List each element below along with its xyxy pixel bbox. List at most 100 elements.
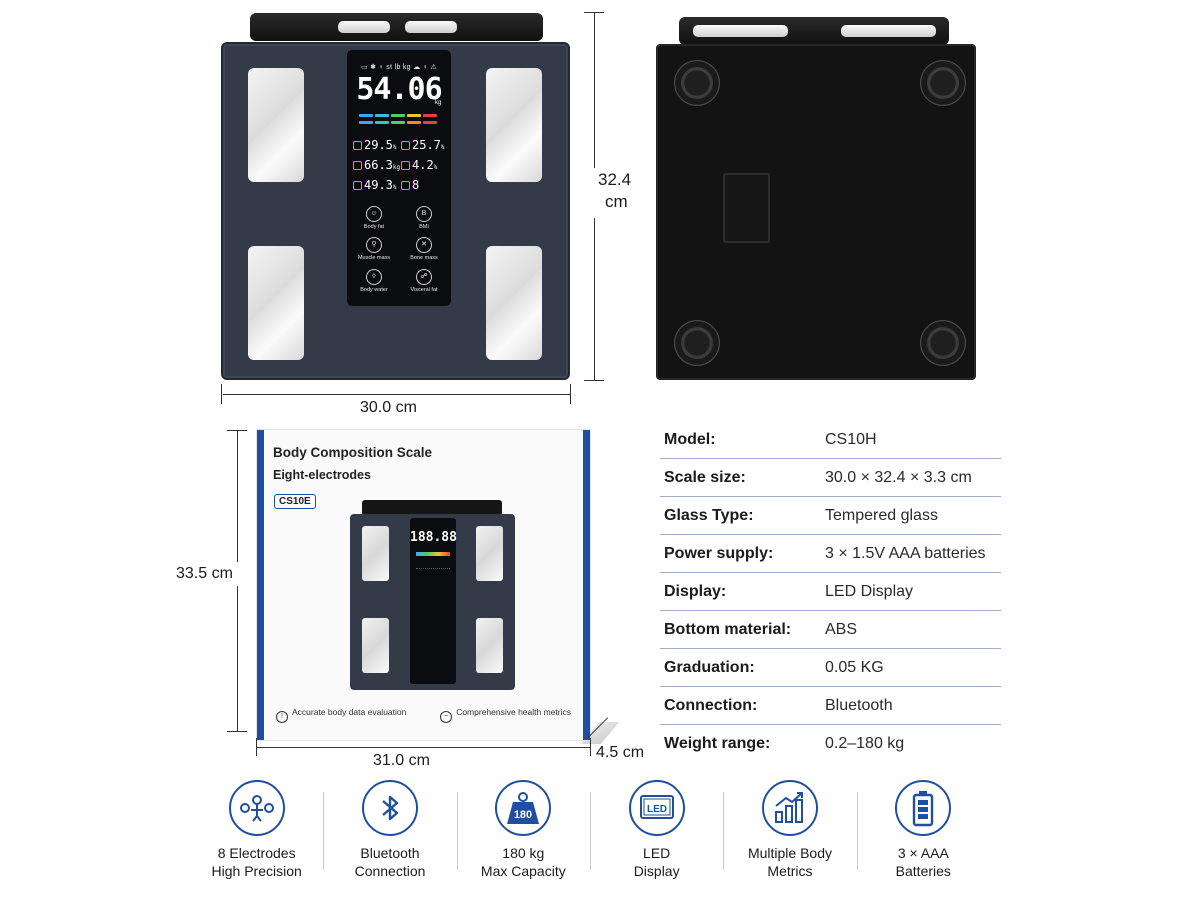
accuracy-icon: ! (276, 711, 288, 723)
color-bar (359, 121, 373, 124)
box-model-badge: CS10E (274, 494, 316, 509)
rubber-foot (920, 60, 966, 106)
display-status-icons: ▭ ✱ ♀ st lb kg ☁ ♀ ⚠ (360, 64, 438, 71)
spec-row: Model:CS10H (660, 421, 1001, 459)
led-display: ▭ ✱ ♀ st lb kg ☁ ♀ ⚠ 54.06 kg 29.5% 25.7… (347, 50, 451, 306)
led-icon: LED (628, 780, 685, 836)
dimension-tick (227, 430, 247, 431)
scale-depth-label: 32.4 (598, 170, 632, 189)
color-bar (375, 114, 389, 117)
box-depth-label: 4.5 cm (596, 744, 645, 761)
battery-compartment (723, 173, 770, 243)
dimension-tick (256, 738, 257, 756)
spec-row: Display:LED Display (660, 573, 1001, 611)
product-box: Body Composition Scale Eight-electrodes … (257, 430, 590, 740)
bluetooth-icon (361, 780, 418, 836)
display-metric: 29.5% (353, 138, 397, 152)
box-scale-handle (362, 500, 502, 516)
handle-electrode-left (338, 21, 390, 33)
color-bar (391, 121, 405, 124)
spec-row: Weight range:0.2–180 kg (664, 735, 905, 752)
box-width-label: 31.0 cm (373, 752, 430, 769)
electrodes-icon (228, 780, 285, 836)
box-display-metrics (416, 568, 450, 598)
spec-row: Scale size:30.0 × 32.4 × 3.3 cm (660, 459, 1001, 497)
foot-electrode (248, 68, 304, 182)
spec-row: Connection:Bluetooth (660, 687, 1001, 725)
handle-electrode-right (405, 21, 457, 33)
weight-badge: 180 (514, 809, 532, 821)
color-bar (375, 121, 389, 124)
bone-icon: ✕ (416, 237, 432, 253)
visceral-fat-indicator: ☍Visceral fat (399, 269, 449, 293)
foot-electrode (486, 68, 542, 182)
box-feature-right: ~Comprehensive health metrics (440, 707, 571, 723)
handle-electrode-right (841, 25, 936, 37)
box-display-number: 188.88 (410, 530, 457, 545)
foot-electrode (476, 526, 503, 581)
dimension-label-bg (172, 562, 244, 586)
color-bar (423, 114, 437, 117)
foot-electrode (248, 246, 304, 360)
color-bar (407, 121, 421, 124)
scale-handle (250, 13, 543, 41)
color-bar (391, 114, 405, 117)
foot-electrode (362, 618, 389, 673)
color-bar (359, 114, 373, 117)
spec-row: Graduation:0.05 KG (660, 649, 1001, 687)
dimension-tick (584, 380, 604, 381)
display-metric: 66.3kg (353, 158, 400, 172)
dimension-line (223, 394, 570, 395)
dimension-line (257, 747, 590, 748)
metrics-icon (761, 780, 818, 836)
spec-row: Glass Type:Tempered glass (660, 497, 1001, 535)
scale-handle-back (679, 17, 949, 45)
rubber-foot (674, 320, 720, 366)
metric-icon (353, 141, 362, 150)
display-weight: 54.06 (356, 72, 442, 107)
water-drop-icon: ◊ (366, 269, 382, 285)
scale-width-label: 30.0 cm (360, 399, 417, 416)
rubber-foot (920, 320, 966, 366)
scale-top-view: ▭ ✱ ♀ st lb kg ☁ ♀ ⚠ 54.06 kg 29.5% 25.7… (221, 42, 570, 380)
box-feature-left: !Accurate body data evaluation (276, 707, 406, 723)
display-metric: 25.7% (401, 138, 445, 152)
spec-row: Bottom material:ABS (660, 611, 1001, 649)
foot-electrode (362, 526, 389, 581)
box-scale-image: 188.88 (350, 514, 515, 690)
weight-icon: 180 (495, 780, 552, 836)
dimension-label-bg (590, 168, 648, 218)
metrics-gauge-icon: ~ (440, 711, 453, 723)
spec-table: Model:CS10H Scale size:30.0 × 32.4 × 3.3… (660, 421, 1001, 763)
display-metric: 8 (401, 178, 419, 192)
color-bar (416, 552, 450, 556)
dimension-tick (570, 384, 571, 404)
battery-icon (895, 780, 952, 836)
metric-icon (401, 161, 410, 170)
box-footer: !Accurate body data evaluation ~Comprehe… (264, 690, 583, 740)
dimension-tick (590, 738, 591, 756)
led-badge: LED (647, 804, 667, 815)
display-metric: 49.3% (353, 178, 397, 192)
muscle-mass-indicator: ⚲Muscle mass (349, 237, 399, 261)
metric-icon (401, 141, 410, 150)
handle-electrode-left (693, 25, 788, 37)
metric-icon (353, 161, 362, 170)
body-water-indicator: ◊Body water (349, 269, 399, 293)
metric-icon (353, 181, 362, 190)
box-subtitle: Eight-electrodes (273, 468, 371, 482)
display-weight-unit: kg (435, 100, 442, 106)
box-led-display: 188.88 (410, 518, 457, 684)
foot-electrode (486, 246, 542, 360)
scale-bottom-view (656, 44, 976, 380)
metric-icon (401, 181, 410, 190)
body-fat-icon: ☺ (366, 206, 382, 222)
